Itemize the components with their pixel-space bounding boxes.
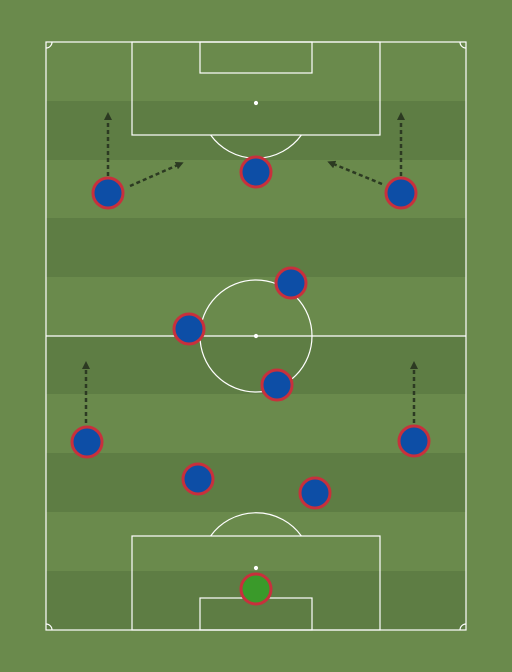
grass-stripe <box>46 336 466 394</box>
goalkeeper-token-icon[interactable] <box>239 572 273 606</box>
corner-arc-top-right <box>459 41 467 49</box>
player-token-icon[interactable] <box>274 266 308 300</box>
player-token-icon[interactable] <box>260 368 294 402</box>
player-token-icon[interactable] <box>181 462 215 496</box>
grass-stripe <box>46 394 466 453</box>
player-token-icon[interactable] <box>298 476 332 510</box>
top-penalty-spot <box>253 100 259 106</box>
bottom-penalty-arc <box>210 512 302 537</box>
player-tokens <box>70 155 431 606</box>
movement-arrow-icon <box>129 161 184 188</box>
grass-stripes <box>46 42 466 630</box>
movement-arrow-icon <box>327 160 383 186</box>
corner-arc-bottom-left <box>45 623 53 631</box>
pitch-markings <box>45 41 467 631</box>
player-token-icon[interactable] <box>397 424 431 458</box>
corner-arc-top-left <box>45 41 53 49</box>
grass-stripe <box>46 277 466 336</box>
bottom-penalty-spot <box>253 565 259 571</box>
movement-arrows <box>82 112 418 423</box>
grass-stripe <box>46 218 466 277</box>
grass-stripe <box>46 512 466 571</box>
player-token-icon[interactable] <box>172 312 206 346</box>
player-token-icon[interactable] <box>91 176 125 210</box>
corner-arc-bottom-right <box>459 623 467 631</box>
grass-stripe <box>46 453 466 512</box>
player-token-icon[interactable] <box>239 155 273 189</box>
player-token-icon[interactable] <box>70 425 104 459</box>
grass-stripe <box>46 101 466 160</box>
top-goal-box <box>199 41 313 74</box>
player-token-icon[interactable] <box>384 176 418 210</box>
grass-stripe <box>46 42 466 101</box>
centre-spot <box>253 333 259 339</box>
